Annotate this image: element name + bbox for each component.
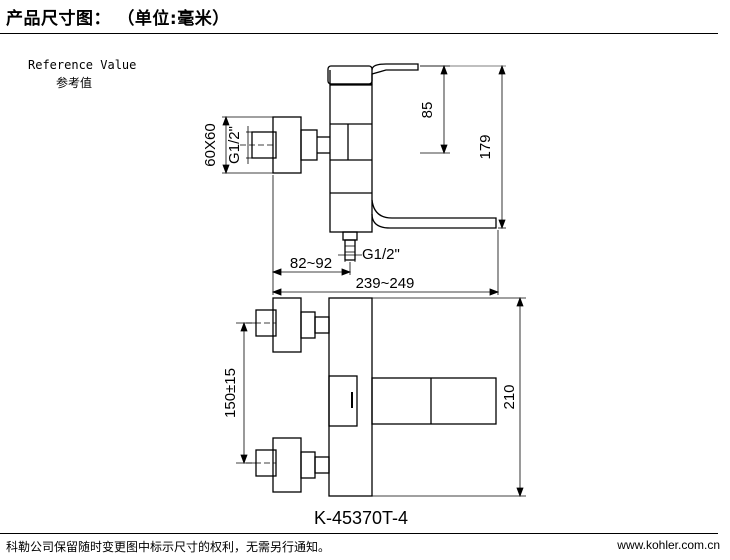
model-number: K-45370T-4 (314, 508, 409, 528)
front-handle (328, 375, 358, 427)
dim-outlet-thread: G1/2" (362, 246, 400, 263)
front-spout (371, 377, 497, 425)
side-spout (371, 199, 497, 229)
dim-flange: 60X60 (202, 123, 219, 166)
dim-reach-total: 239~249 (356, 275, 415, 292)
dim-handle-height: 85 (419, 102, 436, 119)
footer-disclaimer: 科勒公司保留随时变更图中标示尺寸的权利，无需另行通知。 (6, 540, 331, 554)
front-lower-flange (272, 437, 302, 493)
front-view (246, 297, 497, 497)
side-handle (329, 63, 419, 85)
front-view-dimensions (236, 296, 526, 498)
reference-label-cn: 参考值 (56, 76, 93, 90)
page-title: 产品尺寸图： （单位:毫米） (6, 9, 230, 29)
dim-center-distance: 150±15 (222, 368, 239, 418)
front-body (328, 297, 373, 497)
dim-front-height: 210 (501, 384, 518, 409)
front-upper-flange (272, 297, 302, 353)
side-flange (272, 116, 302, 174)
dim-inlet-thread: G1/2" (226, 126, 243, 164)
side-view-dimensions (222, 64, 506, 296)
footer-divider (0, 533, 718, 534)
footer-website: www.kohler.com.cn (617, 538, 720, 552)
dim-reach-inner: 82~92 (290, 255, 332, 272)
dim-total-height: 179 (477, 134, 494, 159)
reference-label-en: Reference Value (28, 58, 137, 72)
side-shower-outlet (342, 231, 358, 241)
header-divider (0, 33, 718, 34)
side-view (240, 63, 497, 261)
side-body (329, 84, 373, 233)
side-nut (300, 129, 318, 161)
